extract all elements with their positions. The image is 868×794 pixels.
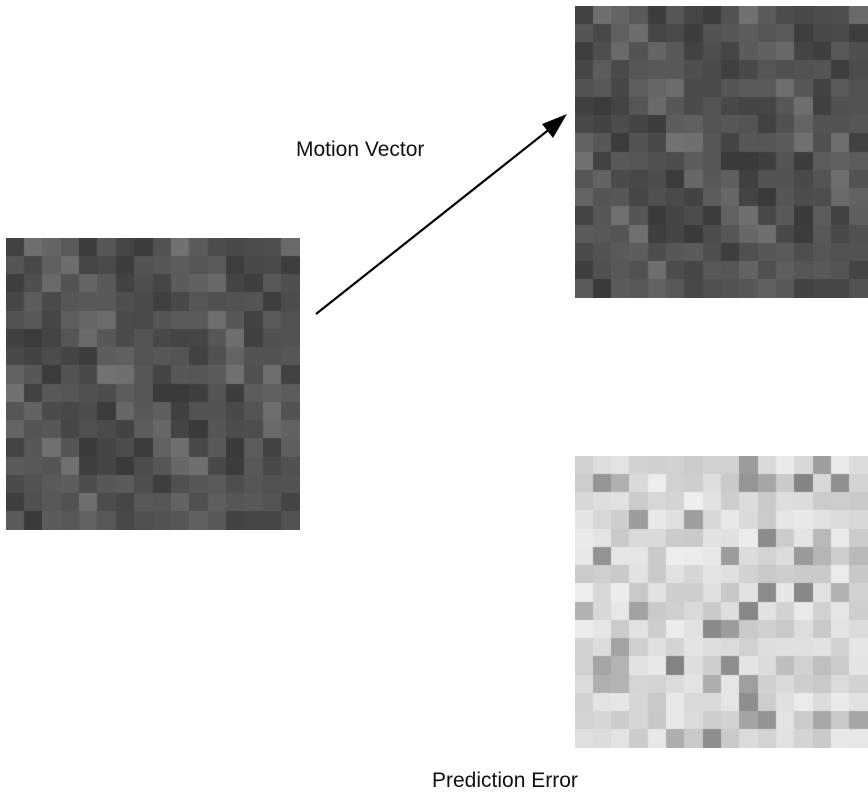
prediction-error-label: Prediction Error bbox=[432, 769, 578, 792]
source-pixel-block bbox=[6, 238, 300, 530]
reference-pixel-block bbox=[575, 6, 868, 298]
motion-vector-arrowhead bbox=[542, 114, 567, 138]
motion-vector-label: Motion Vector bbox=[296, 138, 425, 161]
prediction-error-block bbox=[575, 456, 868, 748]
